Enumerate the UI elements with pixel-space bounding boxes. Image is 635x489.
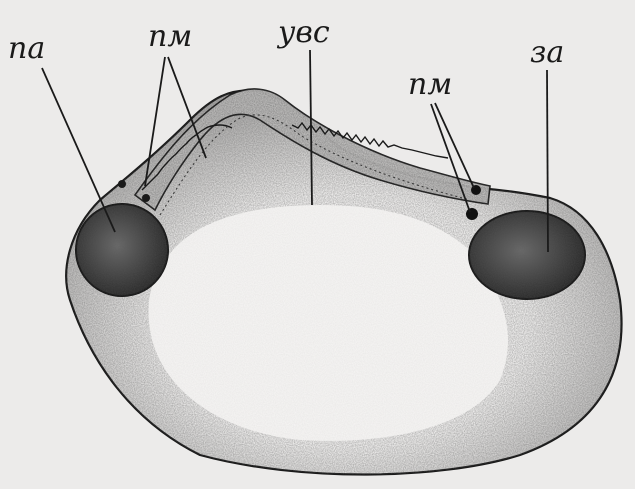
label-uvs: увс (276, 15, 330, 50)
leader-za (547, 70, 548, 252)
yolk-region (148, 205, 508, 441)
pit-right-2 (466, 208, 478, 220)
label-pm-left: пм (148, 19, 192, 54)
leader-la (42, 68, 115, 232)
label-pm-right: пм (408, 67, 452, 102)
pit-left-1 (118, 180, 126, 188)
label-la: па (8, 31, 45, 66)
pit-left-2 (142, 194, 150, 202)
label-za: за (530, 35, 564, 70)
